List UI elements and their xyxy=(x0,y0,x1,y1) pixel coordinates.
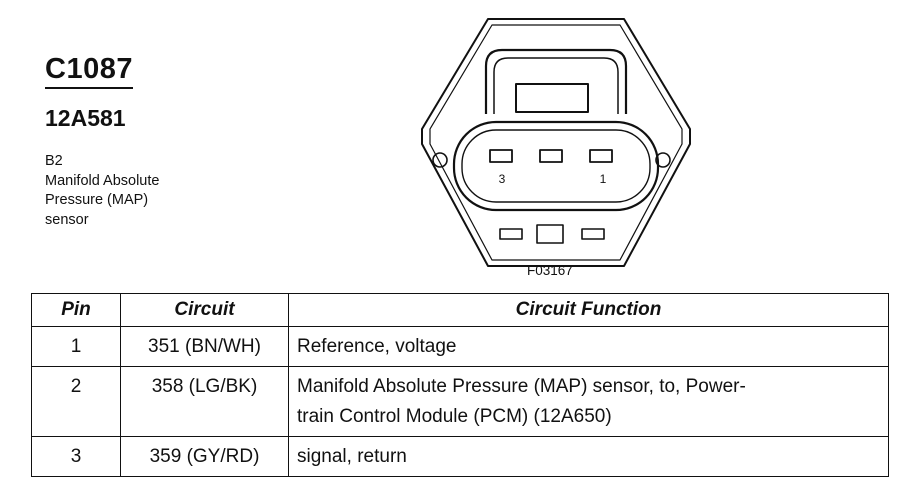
component-name-line: Pressure (MAP) xyxy=(45,192,149,208)
circuit-cell: 359 (GY/RD) xyxy=(120,436,289,477)
terminal-3 xyxy=(489,149,513,163)
connector-body-outline xyxy=(421,18,691,267)
table-row: 1 351 (BN/WH) Reference, voltage xyxy=(31,326,889,367)
function-line: signal, return xyxy=(297,446,407,467)
component-name-line: sensor xyxy=(45,211,89,228)
function-line: Manifold Absolute Pressure (MAP) sensor,… xyxy=(297,376,746,397)
pin-cell: 1 xyxy=(31,326,121,367)
key-slot-center xyxy=(536,224,564,244)
table-row: 2 358 (LG/BK) Manifold Absolute Pressure… xyxy=(31,366,889,437)
terminal-1 xyxy=(589,149,613,163)
component-description: B2 Manifold Absolute Pressure (MAP) sens… xyxy=(45,152,205,230)
connector-body-inner-outline xyxy=(429,24,683,261)
circuit-cell: 351 (BN/WH) xyxy=(120,326,289,367)
header-circuit: Circuit xyxy=(120,293,289,327)
connector-id: C1087 xyxy=(45,52,133,89)
header-pin: Pin xyxy=(31,293,121,327)
component-name-line: Manifold Absolute xyxy=(45,172,160,189)
function-cell: Manifold Absolute Pressure (MAP) sensor,… xyxy=(288,366,889,437)
terminal-shroud xyxy=(452,120,660,212)
pin-label-3: 3 xyxy=(499,172,506,186)
table-header-row: Pin Circuit Circuit Function xyxy=(31,293,889,327)
figure-id: F03167 xyxy=(527,263,573,278)
pin-label-1: 1 xyxy=(600,172,607,186)
key-slot-left xyxy=(499,228,523,240)
circuit-cell: 358 (LG/BK) xyxy=(120,366,289,437)
pin-cell: 3 xyxy=(31,436,121,477)
table-row: 3 359 (GY/RD) signal, return xyxy=(31,436,889,477)
function-line: train Control Module (PCM) (12A650) xyxy=(297,406,612,427)
locking-tab xyxy=(484,48,628,114)
terminal-2 xyxy=(539,149,563,163)
locking-ramp xyxy=(515,83,589,113)
function-cell: Reference, voltage xyxy=(288,326,889,367)
pin-cell: 2 xyxy=(31,366,121,437)
component-location-code: B2 xyxy=(45,153,63,169)
terminal-shroud-inner xyxy=(461,129,651,203)
connector-face-diagram: 3 1 xyxy=(421,18,691,267)
left-mount-notch xyxy=(432,152,448,168)
function-cell: signal, return xyxy=(288,436,889,477)
right-mount-notch xyxy=(655,152,671,168)
function-line: Reference, voltage xyxy=(297,336,457,357)
locking-tab-inner xyxy=(493,57,619,114)
key-slot-right xyxy=(581,228,605,240)
pinout-table: Pin Circuit Circuit Function 1 351 (BN/W… xyxy=(31,293,889,477)
header-circuit-function: Circuit Function xyxy=(288,293,889,327)
part-number: 12A581 xyxy=(45,105,126,131)
